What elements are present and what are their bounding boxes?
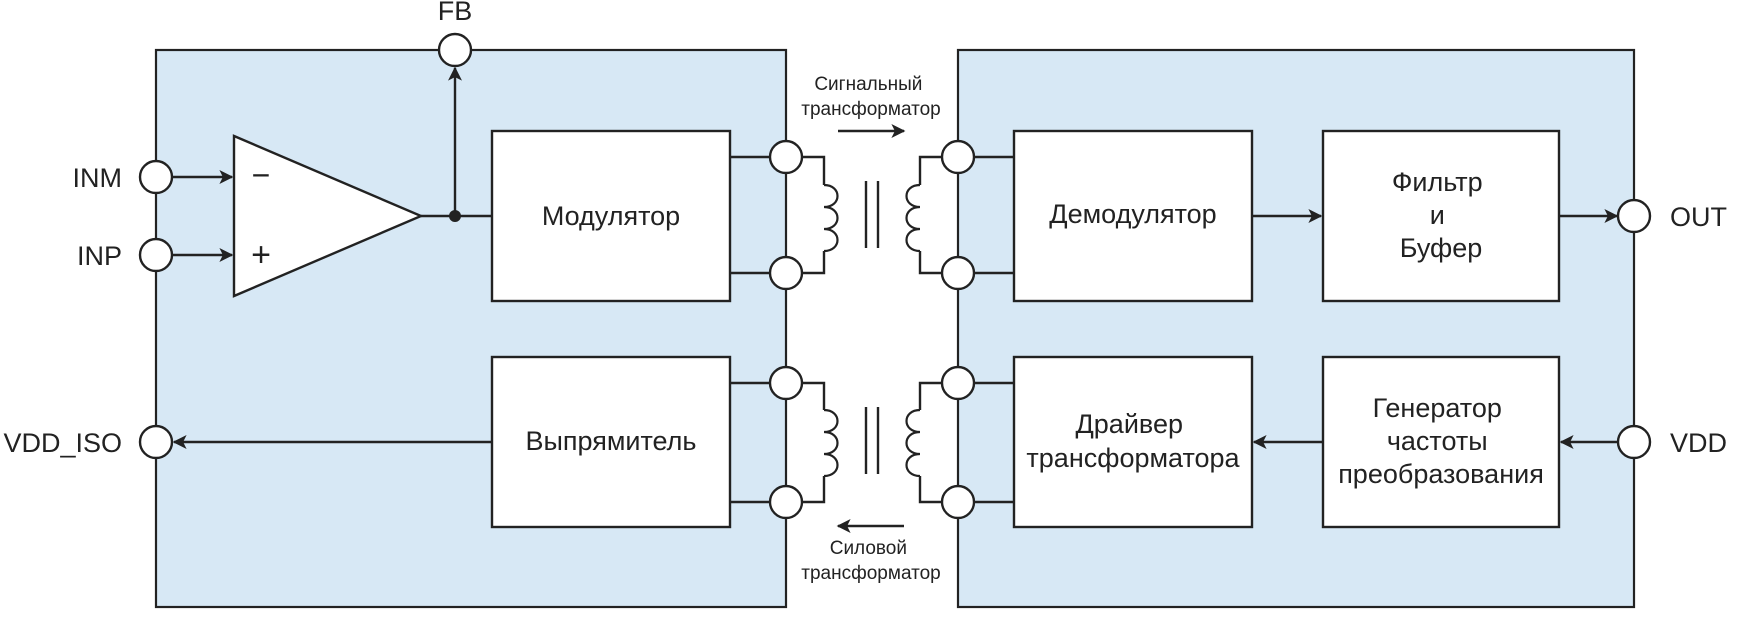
power-transformer-right-winding xyxy=(905,381,958,504)
op-amp xyxy=(232,134,425,298)
transformer-driver-label: Драйвер трансформатора xyxy=(1026,409,1240,473)
left-terminal-1 xyxy=(768,139,804,175)
power-transformer-left-winding xyxy=(786,381,839,504)
fb-pin xyxy=(437,32,473,68)
power-transformer-label: Силовой трансформатор xyxy=(801,538,940,584)
filter-buffer-block xyxy=(1321,129,1561,303)
left-terminal-4 xyxy=(768,484,804,520)
rectifier-block xyxy=(490,355,732,529)
junction-dot xyxy=(449,210,461,222)
vdd-pin xyxy=(1616,424,1652,460)
signal-transformer-label: Сигнальный трансформатор xyxy=(801,74,940,120)
inm-pin xyxy=(138,159,174,195)
op-amp-plus-sign: + xyxy=(251,236,271,274)
right-terminal-1 xyxy=(940,139,976,175)
inp-label: INP xyxy=(77,241,122,271)
demodulator-block xyxy=(1012,129,1254,303)
frequency-generator-block xyxy=(1321,355,1561,529)
modulator-block xyxy=(490,129,732,303)
out-pin xyxy=(1616,198,1652,234)
right-terminal-3 xyxy=(940,365,976,401)
demodulator-label: Демодулятор xyxy=(1049,199,1216,229)
fb-label: FB xyxy=(438,0,473,26)
op-amp-minus-sign: − xyxy=(252,157,271,193)
vdd-iso-label: VDD_ISO xyxy=(3,428,122,458)
left-terminal-2 xyxy=(768,255,804,291)
inp-pin xyxy=(138,237,174,273)
signal-transformer-left-winding xyxy=(786,155,839,275)
vdd-iso-pin xyxy=(138,424,174,460)
transformer-driver-block xyxy=(1012,355,1254,529)
inm-label: INM xyxy=(73,163,123,193)
modulator-label: Модулятор xyxy=(542,201,680,231)
filter-buffer-label: Фильтр и Буфер xyxy=(1392,167,1490,263)
right-terminal-2 xyxy=(940,255,976,291)
left-terminal-3 xyxy=(768,365,804,401)
right-terminal-4 xyxy=(940,484,976,520)
signal-transformer-right-winding xyxy=(905,155,958,275)
vdd-label: VDD xyxy=(1670,428,1727,458)
frequency-generator-label: Генератор частоты преобразования xyxy=(1338,393,1544,489)
out-label: OUT xyxy=(1670,202,1727,232)
rectifier-label: Выпрямитель xyxy=(525,426,696,456)
